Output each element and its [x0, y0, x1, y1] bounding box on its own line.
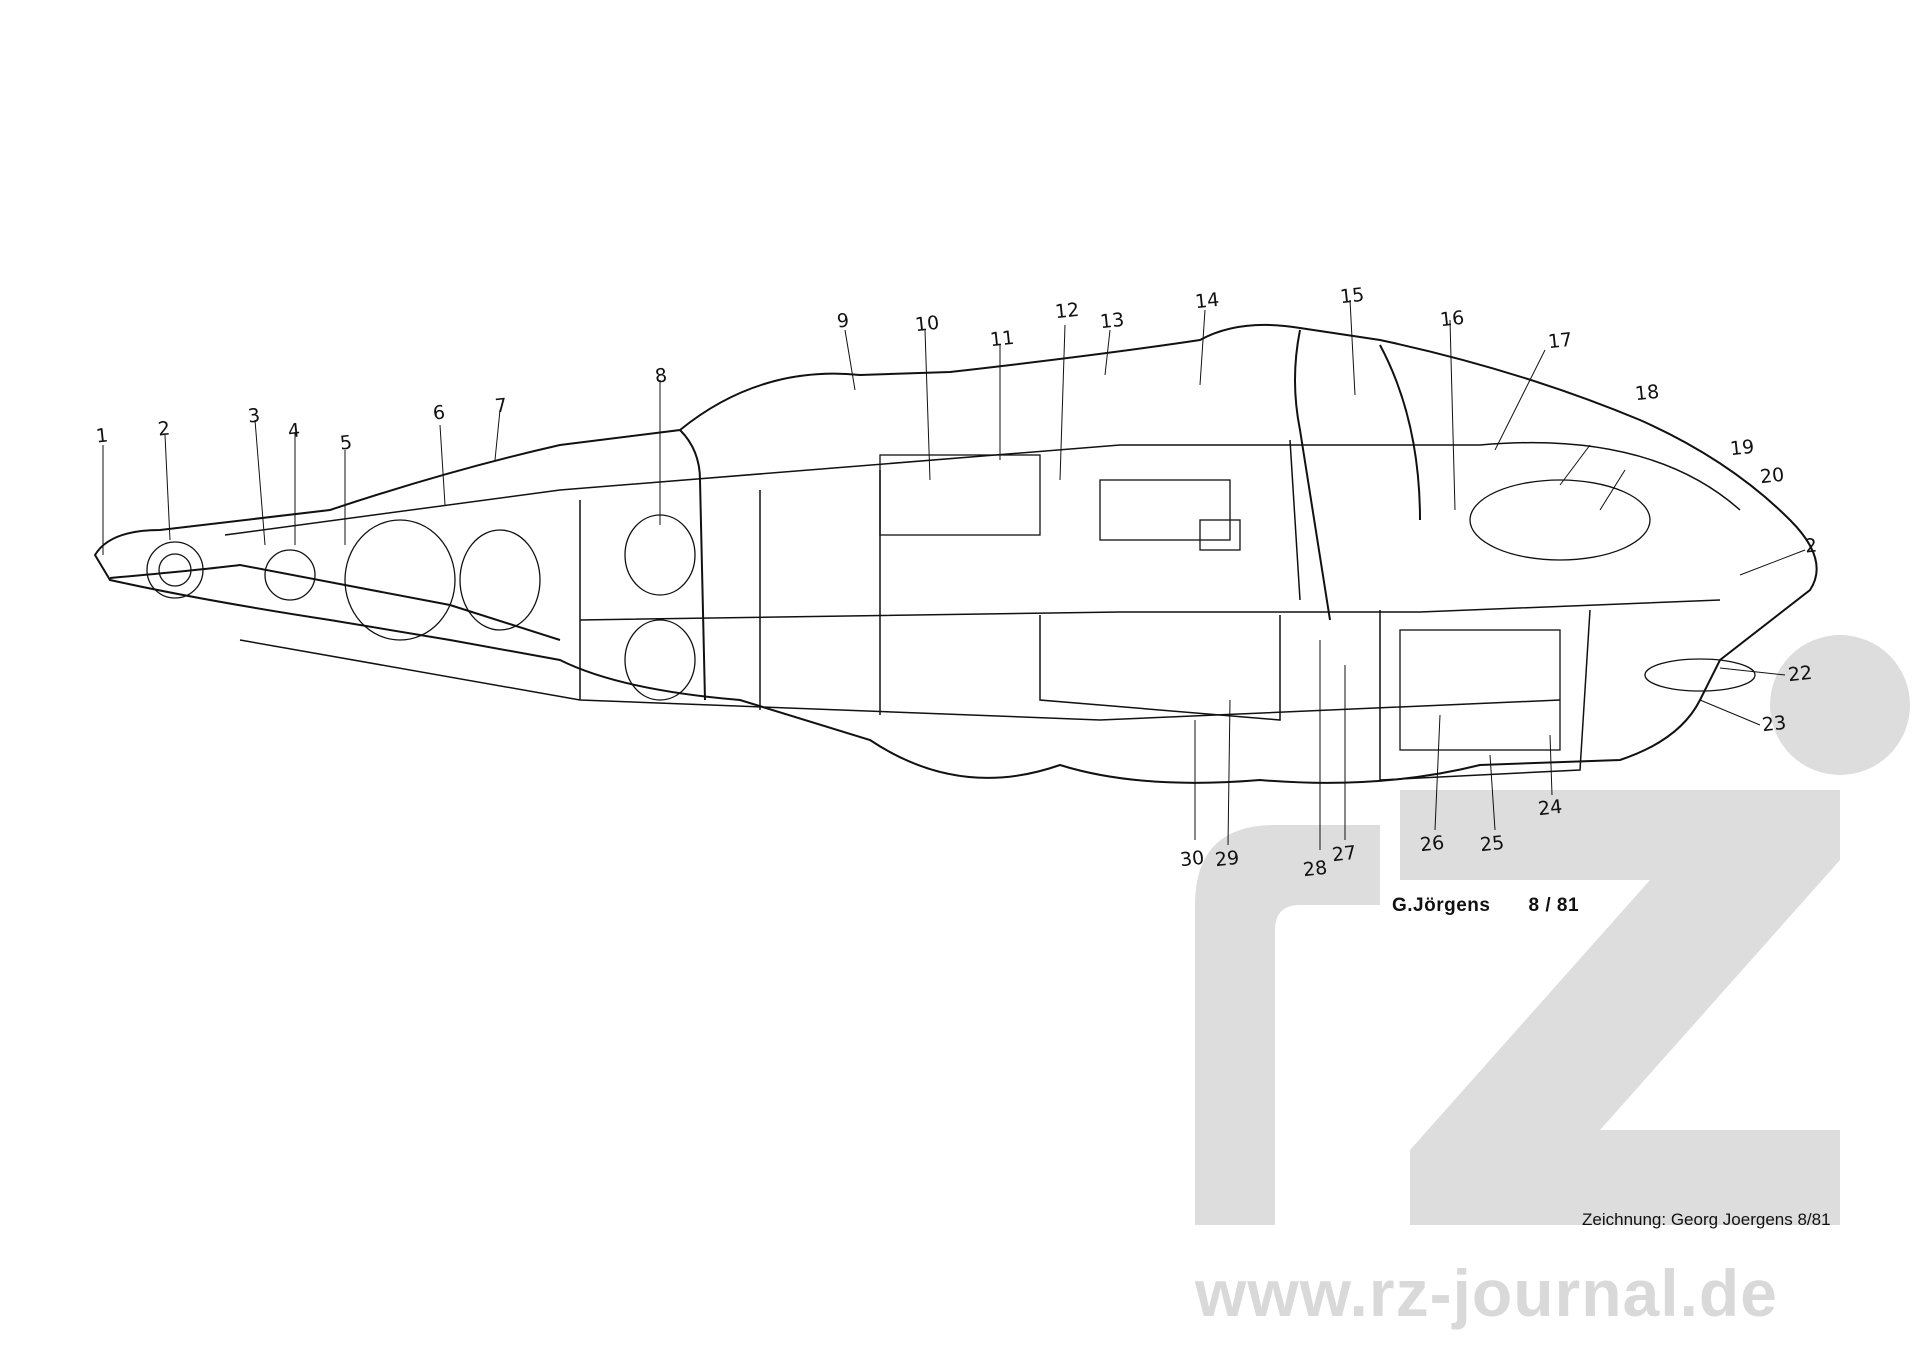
callout-2b: 2 [1803, 534, 1819, 558]
fuselage-outline [93, 323, 1818, 784]
callout-14: 14 [1193, 288, 1221, 314]
callout-30: 30 [1178, 846, 1206, 872]
callout-28: 28 [1301, 856, 1329, 882]
callout-19: 19 [1728, 435, 1756, 461]
callout-18: 18 [1633, 380, 1661, 406]
callout-22: 22 [1786, 661, 1814, 687]
callout-6: 6 [431, 401, 447, 425]
callout-1: 1 [94, 424, 110, 448]
callout-23: 23 [1760, 711, 1788, 737]
callout-25: 25 [1478, 831, 1506, 857]
callout-24: 24 [1536, 795, 1564, 821]
callout-7: 7 [493, 394, 509, 418]
callout-9: 9 [835, 309, 851, 333]
callout-10: 10 [913, 311, 941, 337]
callout-27: 27 [1330, 841, 1358, 867]
callout-26: 26 [1418, 831, 1446, 857]
callout-3: 3 [246, 404, 262, 428]
callout-29: 29 [1213, 846, 1241, 872]
callout-16: 16 [1438, 306, 1466, 332]
callout-8: 8 [653, 364, 669, 388]
callout-5: 5 [338, 431, 354, 455]
callout-15: 15 [1338, 283, 1366, 309]
rz-logo-watermark [1195, 635, 1910, 1225]
callout-13: 13 [1098, 308, 1126, 334]
artist-signature: G.Jörgens 8 / 81 [1392, 895, 1579, 917]
engine-machinery [146, 454, 1756, 751]
callout-4: 4 [286, 419, 302, 443]
drawing-credit: Zeichnung: Georg Joergens 8/81 [1582, 1210, 1831, 1229]
callout-2: 2 [156, 417, 172, 441]
leader-lines [102, 299, 1806, 850]
signature-date: 8 / 81 [1528, 895, 1580, 916]
signature-name: G.Jörgens [1392, 895, 1491, 916]
callout-11: 11 [988, 326, 1016, 352]
watermark-url: www.rz-journal.de [1195, 1256, 1778, 1330]
callout-12: 12 [1053, 298, 1081, 324]
cutaway-decks [224, 439, 1741, 781]
callout-20: 20 [1758, 463, 1786, 489]
callout-17: 17 [1546, 328, 1574, 354]
